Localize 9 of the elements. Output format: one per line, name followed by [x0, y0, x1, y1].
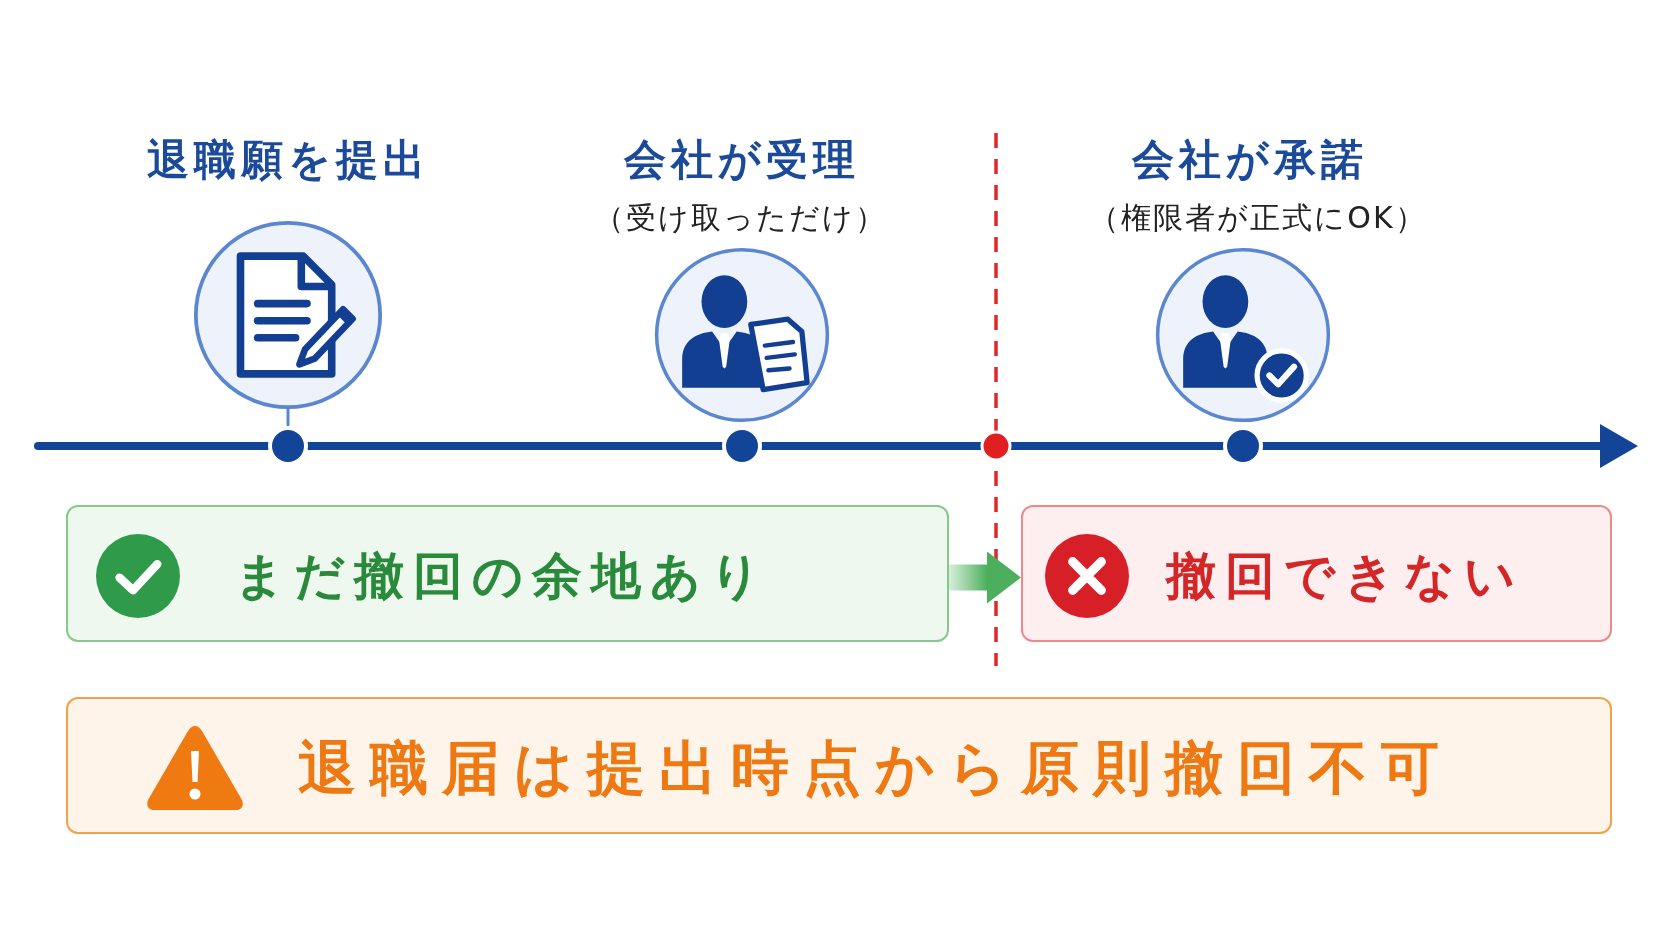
milestone-title: 退職願を提出 [145, 136, 431, 184]
warning-text: 退職届は提出時点から原則撤回不可 [298, 734, 1453, 801]
status-text: 撤回できない [1166, 546, 1524, 605]
milestone-title: 会社が承諾 [1131, 136, 1369, 184]
milestone-title: 会社が受理 [623, 136, 861, 184]
status-text: まだ撤回の余地あり [234, 546, 770, 605]
arrow [949, 551, 1021, 604]
milestone-note: （受け取っただけ） [592, 200, 888, 236]
milestone-note: （権限者が正式にOK） [1088, 200, 1428, 236]
